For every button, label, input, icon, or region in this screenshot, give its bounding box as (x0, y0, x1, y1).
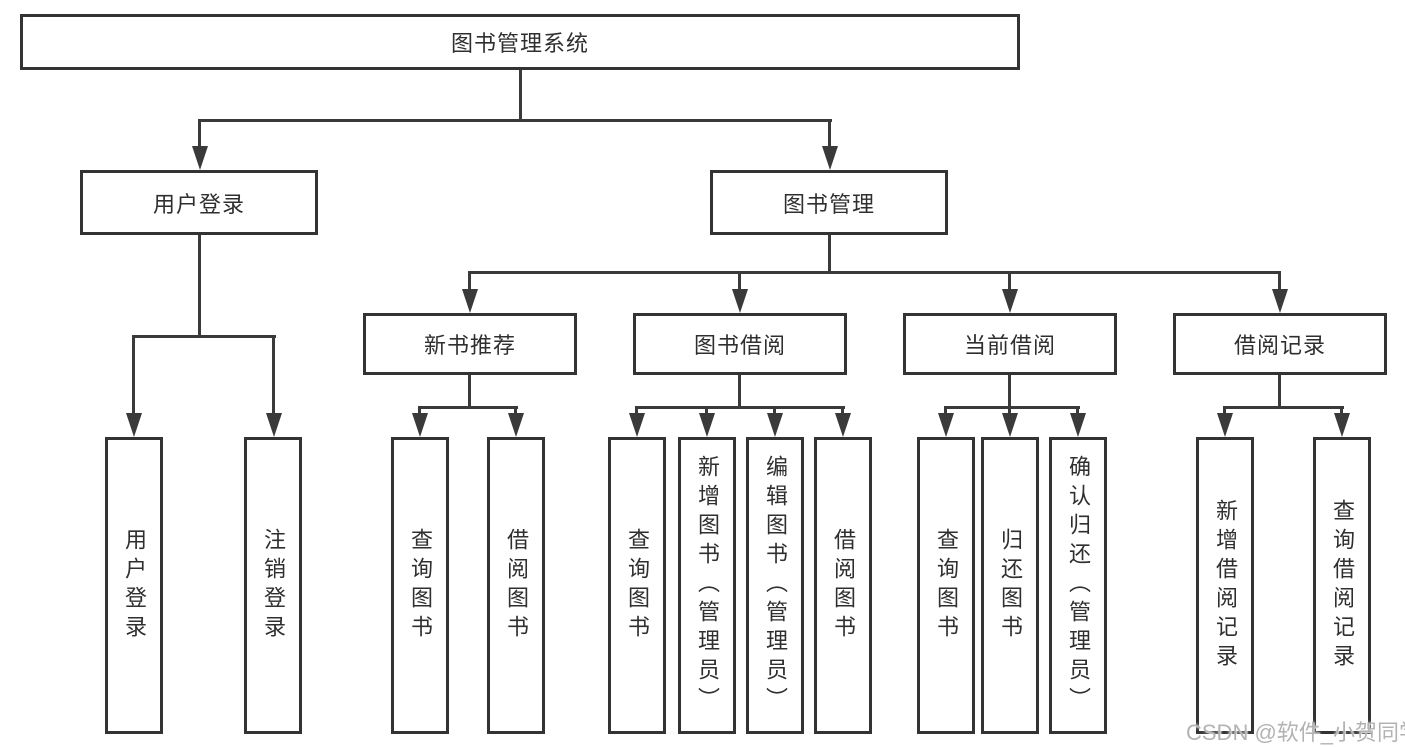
connector-arrowhead (767, 413, 783, 437)
node-label: 借阅记录 (1233, 333, 1326, 358)
connector-line (468, 271, 1281, 274)
connector-line (1076, 406, 1079, 416)
leaf-query-books-recommend: 查询图书 (391, 437, 449, 734)
node-label: 图书管理 (782, 191, 875, 217)
connector-arrowhead (699, 413, 715, 437)
node-label: 归还图书 (998, 527, 1023, 644)
connector-line (1278, 375, 1281, 409)
connector-line (1008, 406, 1011, 416)
connector-arrowhead (1002, 289, 1018, 313)
connector-line (132, 335, 135, 415)
connector-line (132, 335, 276, 338)
connector-arrowhead (1070, 413, 1086, 437)
leaf-borrow-books-recommend: 借阅图书 (487, 437, 545, 734)
node-label: 图书管理系统 (450, 31, 589, 56)
connector-line (828, 119, 831, 147)
node-label: 查询借阅记录 (1330, 498, 1355, 673)
node-label: 查询图书 (625, 527, 650, 644)
connector-line (519, 70, 522, 121)
connector-line (1278, 271, 1281, 291)
node-label: 新增图书（管理员） (695, 455, 720, 716)
leaf-add-borrow-record: 新增借阅记录 (1196, 437, 1254, 734)
connector-line (468, 271, 471, 291)
connector-line (198, 119, 201, 147)
leaf-logout: 注销登录 (244, 437, 302, 734)
connector-line (468, 375, 471, 409)
node-label: 图书借阅 (693, 333, 786, 358)
node-label: 确认归还（管理员） (1066, 455, 1091, 716)
node-user-login: 用户登录 (80, 170, 318, 235)
connector-arrowhead (1002, 413, 1018, 437)
connector-line (773, 406, 776, 416)
connector-line (198, 235, 201, 338)
node-label: 用户登录 (152, 191, 245, 217)
node-borrowing-records: 借阅记录 (1173, 313, 1387, 375)
leaf-query-books-borrowing: 查询图书 (608, 437, 666, 734)
leaf-query-borrow-record: 查询借阅记录 (1313, 437, 1371, 734)
connector-line (828, 235, 831, 273)
connector-arrowhead (508, 413, 524, 437)
connector-line (272, 335, 275, 415)
connector-arrowhead (732, 289, 748, 313)
connector-line (418, 406, 518, 409)
connector-arrowhead (835, 413, 851, 437)
connector-arrowhead (822, 146, 838, 170)
connector-arrowhead (1272, 289, 1288, 313)
connector-line (198, 119, 832, 122)
leaf-query-books-current: 查询图书 (917, 437, 975, 734)
connector-arrowhead (412, 413, 428, 437)
leaf-borrow-books: 借阅图书 (814, 437, 872, 734)
connector-line (635, 406, 845, 409)
connector-line (635, 406, 638, 416)
node-label: 当前借阅 (963, 333, 1056, 358)
node-current-borrowing: 当前借阅 (903, 313, 1117, 375)
connector-arrowhead (462, 289, 478, 313)
connector-line (841, 406, 844, 416)
node-library-management-system: 图书管理系统 (20, 14, 1020, 70)
node-label: 新书推荐 (423, 333, 516, 358)
leaf-confirm-return-admin: 确认归还（管理员） (1049, 437, 1107, 734)
connector-line (1223, 406, 1344, 409)
connector-line (418, 406, 421, 416)
connector-arrowhead (629, 413, 645, 437)
connector-line (705, 406, 708, 416)
leaf-edit-books-admin: 编辑图书（管理员） (746, 437, 804, 734)
leaf-add-books-admin: 新增图书（管理员） (678, 437, 736, 734)
node-label: 借阅图书 (504, 527, 529, 644)
connector-line (1008, 271, 1011, 291)
node-label: 用户登录 (122, 527, 147, 644)
leaf-user-login: 用户登录 (105, 437, 163, 734)
connector-arrowhead (938, 413, 954, 437)
node-label: 注销登录 (261, 527, 286, 644)
connector-arrowhead (1334, 413, 1350, 437)
node-label: 新增借阅记录 (1213, 498, 1238, 673)
connector-line (738, 375, 741, 409)
connector-arrowhead (126, 413, 142, 437)
connector-arrowhead (266, 413, 282, 437)
node-new-book-recommend: 新书推荐 (363, 313, 577, 375)
node-label: 查询图书 (408, 527, 433, 644)
node-label: 编辑图书（管理员） (763, 455, 788, 716)
connector-line (1008, 375, 1011, 409)
connector-line (944, 406, 1080, 409)
connector-line (1340, 406, 1343, 416)
node-label: 借阅图书 (831, 527, 856, 644)
csdn-watermark: CSDN @软件_小贺同学 (1186, 720, 1405, 745)
connector-arrowhead (1217, 413, 1233, 437)
node-book-borrowing: 图书借阅 (633, 313, 847, 375)
connector-line (1223, 406, 1226, 416)
node-book-management: 图书管理 (710, 170, 948, 235)
connector-line (514, 406, 517, 416)
leaf-return-books: 归还图书 (981, 437, 1039, 734)
node-label: 查询图书 (934, 527, 959, 644)
connector-arrowhead (192, 146, 208, 170)
connector-line (944, 406, 947, 416)
connector-line (738, 271, 741, 291)
